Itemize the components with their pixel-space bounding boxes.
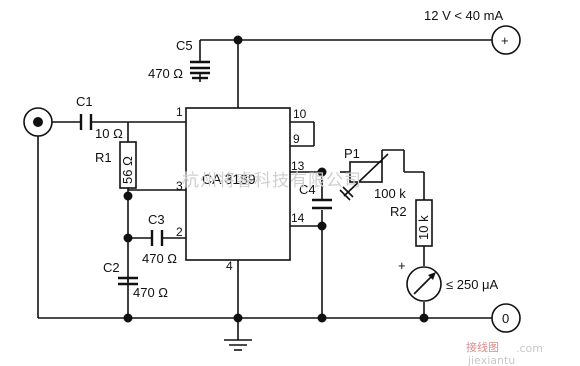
c4-ref: C4 bbox=[299, 182, 316, 197]
watermark-site: jiexiantu bbox=[467, 354, 515, 366]
meter-label: ≤ 250 μA bbox=[446, 277, 499, 292]
r1-ref: R1 bbox=[95, 150, 112, 165]
supply-label: 12 V < 40 mA bbox=[424, 8, 503, 23]
p1-value: 100 k bbox=[374, 186, 406, 201]
ic-body bbox=[185, 107, 291, 261]
capacitor-c3 bbox=[150, 230, 164, 246]
ic-pin-9: 9 bbox=[293, 132, 300, 146]
watermark-text: 杭州将睿科技有限公司 bbox=[182, 171, 362, 191]
ic-pin-2: 2 bbox=[176, 225, 183, 239]
capacitor-c4 bbox=[312, 198, 332, 210]
ic-pin-4: 4 bbox=[226, 259, 233, 273]
r1-value: 56 Ω bbox=[120, 156, 135, 184]
c1-value: 10 Ω bbox=[95, 126, 123, 141]
c2-value: 470 Ω bbox=[133, 285, 168, 300]
c5-ref: C5 bbox=[176, 38, 193, 53]
p1-ref: P1 bbox=[344, 146, 360, 161]
c5-value: 470 Ω bbox=[148, 66, 183, 81]
watermark-logo: 接线图 bbox=[466, 340, 499, 354]
c2-ref: C2 bbox=[103, 260, 120, 275]
ic-pin-1: 1 bbox=[176, 105, 183, 119]
r2-ref: R2 bbox=[390, 204, 407, 219]
capacitor-c5 bbox=[190, 60, 210, 80]
ground-terminal-icon bbox=[491, 303, 521, 333]
c1-ref: C1 bbox=[76, 94, 93, 109]
ground-terminal-label: 0 bbox=[502, 311, 509, 326]
watermark-domain: .com bbox=[516, 342, 543, 355]
ic-name: CA 3189 bbox=[202, 171, 256, 187]
meter-polarity: + bbox=[398, 258, 406, 273]
c3-ref: C3 bbox=[148, 212, 165, 227]
ground-symbol-icon bbox=[224, 339, 252, 351]
resistor-r1 bbox=[119, 141, 137, 189]
ic-pin-10: 10 bbox=[293, 107, 307, 121]
supply-terminal-icon bbox=[491, 25, 521, 55]
r2-value: 10 k bbox=[416, 215, 431, 240]
wires bbox=[37, 39, 492, 340]
ic-pin-13: 13 bbox=[291, 159, 305, 173]
capacitor-c2 bbox=[118, 276, 138, 286]
ic-pin-14: 14 bbox=[291, 211, 305, 225]
resistor-r2 bbox=[415, 199, 433, 247]
input-connector bbox=[23, 107, 53, 137]
c3-value: 470 Ω bbox=[142, 251, 177, 266]
capacitor-c1 bbox=[79, 114, 93, 130]
potentiometer-p1 bbox=[339, 150, 389, 201]
ic-pin-3: 3 bbox=[176, 179, 183, 193]
meter-icon bbox=[406, 266, 442, 302]
junction-dots bbox=[123, 35, 429, 323]
supply-terminal-symbol: + bbox=[501, 33, 509, 48]
